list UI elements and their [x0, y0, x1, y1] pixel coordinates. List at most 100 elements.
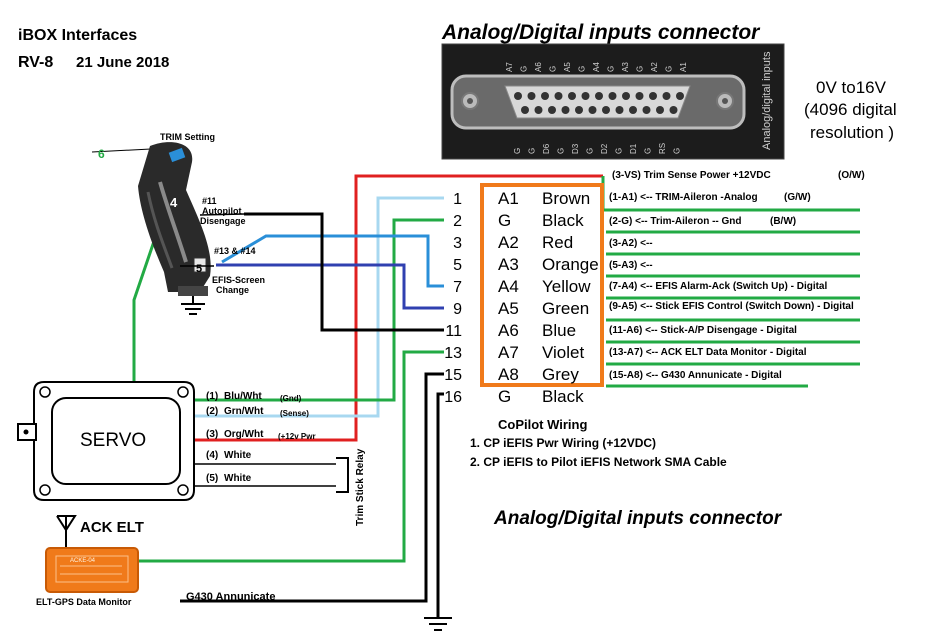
dsub-hole — [649, 92, 657, 100]
photo-bottom-pin-label: RS — [658, 143, 667, 154]
copilot-heading: CoPilot Wiring — [498, 417, 587, 432]
photo-top-pin-label: G — [607, 66, 616, 72]
function-text: (9-A5) <-- Stick EFIS Control (Switch Do… — [609, 301, 854, 312]
photo-top-pin-label: A2 — [650, 62, 659, 72]
wire-blue-efis-ack — [221, 234, 444, 288]
photo-top-pin-label: G — [549, 66, 558, 72]
servo-wire-num: (4) — [206, 450, 218, 461]
photo-bottom-pin-label: G — [528, 148, 537, 154]
servo-wire-num: (2) — [206, 406, 218, 417]
pin-number: 9 — [453, 301, 462, 318]
pin-number: 3 — [453, 235, 462, 252]
title-model: RV-8 — [18, 54, 53, 71]
photo-bottom-pin-label: G — [644, 148, 653, 154]
dsub-hole — [521, 106, 529, 114]
dsub-hole — [642, 106, 651, 114]
servo-wire-name: White — [224, 473, 252, 484]
function-suffix: (G/W) — [784, 192, 811, 203]
function-code: (13-A7) — [609, 347, 643, 358]
function-text: (11-A6) <-- Stick-A/P Disengage - Digita… — [609, 325, 797, 336]
function-code: (5-A3) — [609, 260, 637, 271]
voltage-line1: 0V to16V — [816, 78, 887, 97]
dsub-hole — [662, 92, 671, 100]
copilot-item-2: 2. CP iEFIS to Pilot iEFIS Network SMA C… — [470, 455, 727, 469]
pin-id: G — [498, 211, 511, 230]
efis-screen-line1: EFIS-Screen — [212, 275, 265, 285]
wire-black-g430 — [180, 372, 444, 603]
connector-heading: Analog/Digital inputs connector — [441, 21, 761, 44]
photo-top-pin-label: G — [578, 66, 587, 72]
voltage-line3: resolution ) — [810, 123, 894, 142]
dsub-holes — [514, 92, 684, 114]
function-code: (9-A5) — [609, 301, 637, 312]
function-desc: <-- — [640, 238, 653, 249]
pin-table-border — [480, 183, 604, 387]
pin-number: 13 — [444, 345, 462, 362]
photo-bottom-pin-label: G — [557, 148, 566, 154]
autopilot-line2: Autopilot — [202, 206, 242, 216]
function-desc: <-- TRIM-Aileron -Analog — [640, 192, 758, 203]
dsub-hole — [554, 92, 563, 100]
stick-num-5: 5 — [196, 263, 202, 275]
function-row: (1-A1) <-- TRIM-Aileron -Analog — [609, 192, 758, 203]
pin-number: 11 — [445, 323, 462, 340]
function-code: (3-VS) — [612, 170, 641, 181]
function-row: (11-A6) <-- Stick-A/P Disengage - Digita… — [609, 325, 797, 336]
photo-bottom-pin-label: G — [673, 148, 682, 154]
wire-darkblue-efis-control — [216, 263, 444, 310]
photo-bottom-pin-label: D2 — [600, 143, 609, 154]
pin-wire-color: Black — [542, 387, 584, 406]
wire-green-elt — [138, 350, 444, 563]
function-row: (15-A8) <-- G430 Annunicate - Digital — [609, 370, 782, 381]
function-row: (2-G) <-- Trim-Aileron -- Gnd — [609, 216, 742, 227]
pin-id: A2 — [498, 233, 519, 252]
dsub-hole — [527, 92, 536, 100]
function-desc: <-- EFIS Alarm-Ack (Switch Up) - Digital — [640, 281, 827, 292]
dsub-hole — [615, 106, 624, 114]
function-text: (3-VS) Trim Sense Power +12VDC — [612, 170, 771, 181]
function-row: (5-A3) <-- — [609, 260, 653, 271]
photo-bottom-pin-label: G — [586, 148, 595, 154]
function-code: (7-A4) — [609, 281, 637, 292]
dsub-hole — [548, 106, 556, 114]
function-row: (3-A2) <-- — [609, 238, 653, 249]
pin-wire-color: Green — [542, 299, 589, 318]
pin-number: 16 — [444, 389, 462, 406]
dsub-hole — [622, 92, 630, 100]
voltage-line2: (4096 digital — [804, 100, 897, 119]
dsub-hole — [581, 92, 590, 100]
function-desc: <-- Stick EFIS Control (Switch Down) - D… — [640, 301, 854, 312]
pin-number: 5 — [453, 257, 462, 274]
photo-top-pin-label: G — [520, 66, 529, 72]
function-code: (11-A6) — [609, 325, 642, 336]
function-code: (3-A2) — [609, 238, 637, 249]
pin-wire-color: Violet — [542, 343, 584, 362]
function-text: (5-A3) <-- — [609, 260, 653, 271]
dsub-hole — [608, 92, 617, 100]
function-suffix: (O/W) — [838, 170, 865, 181]
photo-bottom-pin-label: G — [615, 148, 624, 154]
pin-wire-color: Red — [542, 233, 573, 252]
servo-wire-name: White — [224, 450, 252, 461]
function-labels: (3-VS) Trim Sense Power +12VDC (O/W) (1-A1… — [609, 170, 865, 381]
function-code: (1-A1) — [609, 192, 637, 203]
dsub-hole — [635, 92, 644, 100]
dsub-hole — [676, 92, 684, 100]
copilot-item-1: 1. CP iEFIS Pwr Wiring (+12VDC) — [470, 436, 656, 450]
pin-id: A3 — [498, 255, 519, 274]
wire-lightblue-sense — [180, 196, 444, 418]
antenna-icon — [56, 515, 77, 532]
dsub-hole — [595, 92, 603, 100]
servo-wire-num: (3) — [206, 429, 218, 440]
function-text: (2-G) <-- Trim-Aileron -- Gnd — [609, 216, 742, 227]
servo-wire-note: (Gnd) — [280, 394, 302, 403]
pin-number: 2 — [453, 213, 462, 230]
wire-black-autopilot — [244, 212, 444, 332]
photo-top-pin-label: A4 — [592, 62, 601, 72]
photo-top-pin-label: A5 — [563, 62, 572, 72]
autopilot-line1: #11 — [202, 196, 217, 206]
pin-wire-color: Grey — [542, 365, 579, 384]
